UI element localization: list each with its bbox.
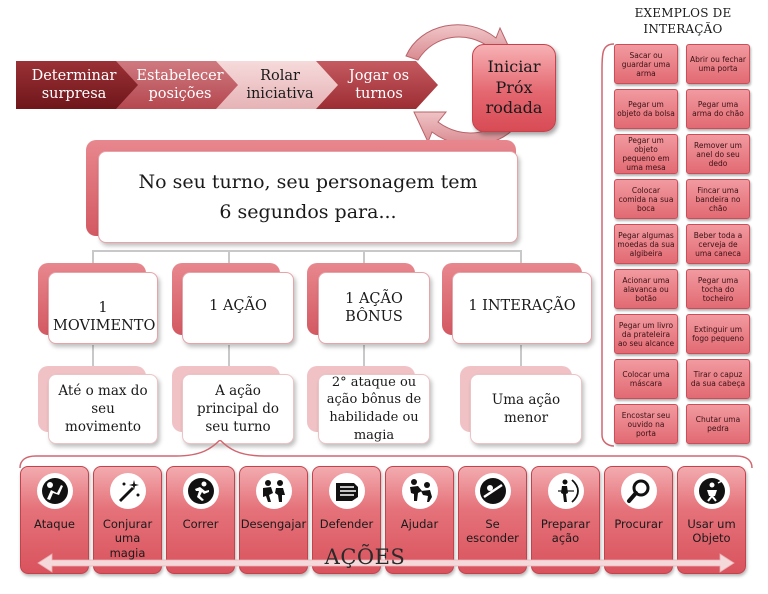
column-desc-label: 2° ataque ou ação bônus de habilidade ou…: [326, 374, 422, 443]
next-round-box: Iniciar Próx rodada: [472, 44, 556, 132]
example-item: Colocar comida na sua boca: [614, 179, 678, 219]
example-item: Pegar algumas moedas da sua algibeira: [614, 224, 678, 264]
column-desc-bonus-action: 2° ataque ou ação bônus de habilidade ou…: [318, 374, 430, 444]
example-item: Pegar uma arma do chão: [686, 89, 750, 129]
connector-line: [92, 250, 94, 270]
action-label: Ataque: [34, 517, 75, 531]
attack-icon: [36, 473, 73, 509]
action-hide: Se esconder: [458, 466, 527, 574]
running-icon: [182, 473, 219, 509]
disengage-icon: [255, 473, 292, 509]
actions-title: AÇÕES: [324, 545, 406, 569]
connector-line: [92, 345, 94, 371]
hide-icon: [474, 473, 511, 509]
column-desc-interaction: Uma ação menor: [470, 374, 582, 444]
connector-line: [228, 250, 230, 270]
action-disengage: Desengajar: [239, 466, 308, 574]
help-icon: [401, 473, 438, 509]
connector-line: [363, 345, 365, 371]
flow-step-surprise: Determinar surpresa: [16, 61, 140, 109]
column-desc-action: A ação principal do seu turno: [182, 374, 294, 444]
connector-line: [228, 345, 230, 371]
example-item: Extinguir um fogo pequeno: [686, 314, 750, 354]
magnifier-icon: [620, 473, 657, 509]
example-item: Remover um anel do seu dedo: [686, 134, 750, 174]
column-title-interaction: 1 INTERAÇÃO: [452, 272, 592, 344]
flow-step-label: Rolar iniciativa: [246, 67, 314, 102]
action-label: Usar um Objeto: [687, 517, 736, 546]
action-label: Preparar ação: [540, 517, 591, 546]
example-item: Pegar uma tocha do tocheiro: [686, 269, 750, 309]
action-help: Ajudar: [385, 466, 454, 574]
column-title-movement: 1 MOVIMENTO: [48, 272, 158, 344]
action-search: Procurar: [604, 466, 673, 574]
example-item: Pegar um objeto pequeno em uma mesa: [614, 134, 678, 174]
connector-line: [520, 250, 522, 270]
action-label: Defender: [319, 517, 374, 531]
action-label: Ajudar: [400, 517, 439, 531]
flow-step-label: Jogar os turnos: [348, 67, 410, 102]
action-use-object: Usar um Objeto: [677, 466, 746, 574]
column-title-bonus-action: 1 AÇÃO BÔNUS: [318, 272, 430, 344]
example-item: Chutar uma pedra: [686, 404, 750, 444]
action-label: Conjurar uma magia: [102, 517, 153, 560]
use-object-icon: [693, 473, 730, 509]
connector-line: [363, 250, 365, 270]
turn-title-line2: 6 segundos para...: [219, 201, 397, 223]
action-dash: Correr: [166, 466, 235, 574]
turn-box: No seu turno, seu personagem tem 6 segun…: [98, 151, 518, 243]
flow-step-label: Determinar surpresa: [31, 67, 117, 102]
action-label: Se esconder: [466, 517, 519, 546]
column-title-label: 1 INTERAÇÃO: [468, 297, 576, 314]
flow-step-initiative: Rolar iniciativa: [216, 61, 340, 109]
example-item: Pegar um objeto da bolsa: [614, 89, 678, 129]
action-label: Procurar: [614, 517, 663, 531]
example-item: Fincar uma bandeira no chão: [686, 179, 750, 219]
column-title-label: 1 MOVIMENTO: [53, 299, 156, 334]
column-title-label: 1 AÇÃO BÔNUS: [345, 290, 403, 325]
example-item: Tirar o capuz da sua cabeça: [686, 359, 750, 399]
example-item: Beber toda a cerveja de uma caneca: [686, 224, 750, 264]
example-item: Colocar uma máscara: [614, 359, 678, 399]
turn-title-line1: No seu turno, seu personagem tem: [138, 170, 478, 193]
action-attack: Ataque: [20, 466, 89, 574]
flow-step-label: Estabelecer posições: [136, 67, 224, 102]
connector-line: [92, 250, 522, 252]
action-cast-spell: Conjurar uma magia: [93, 466, 162, 574]
example-item: Acionar uma alavanca ou botão: [614, 269, 678, 309]
example-item: Sacar ou guardar uma arma: [614, 44, 678, 84]
shield-icon: [328, 473, 365, 509]
column-title-label: 1 AÇÃO: [209, 297, 267, 314]
connector-line: [520, 345, 522, 371]
actions-bracket: [19, 440, 753, 469]
action-ready: Preparar ação: [531, 466, 600, 574]
examples-header: EXEMPLOS DE INTERAÇÃO: [634, 6, 732, 36]
double-arrow-icon: [37, 553, 735, 573]
example-item: Abrir ou fechar uma porta: [686, 44, 750, 84]
examples-bracket: [601, 43, 615, 447]
column-title-action: 1 AÇÃO: [182, 272, 294, 344]
action-dodge: Defender: [312, 466, 381, 574]
magic-wand-icon: [109, 473, 146, 509]
example-item: Pegar um livro da prateleira ao seu alca…: [614, 314, 678, 354]
action-label: Correr: [182, 517, 219, 531]
column-desc-movement: Até o max do seu movimento: [48, 374, 158, 444]
archer-icon: [547, 473, 584, 509]
next-round-label: Iniciar Próx rodada: [485, 56, 543, 118]
column-desc-label: A ação principal do seu turno: [196, 382, 280, 436]
column-desc-label: Uma ação menor: [491, 391, 561, 426]
action-label: Desengajar: [240, 517, 307, 531]
example-item: Encostar seu ouvido na porta: [614, 404, 678, 444]
column-desc-label: Até o max do seu movimento: [58, 382, 148, 436]
